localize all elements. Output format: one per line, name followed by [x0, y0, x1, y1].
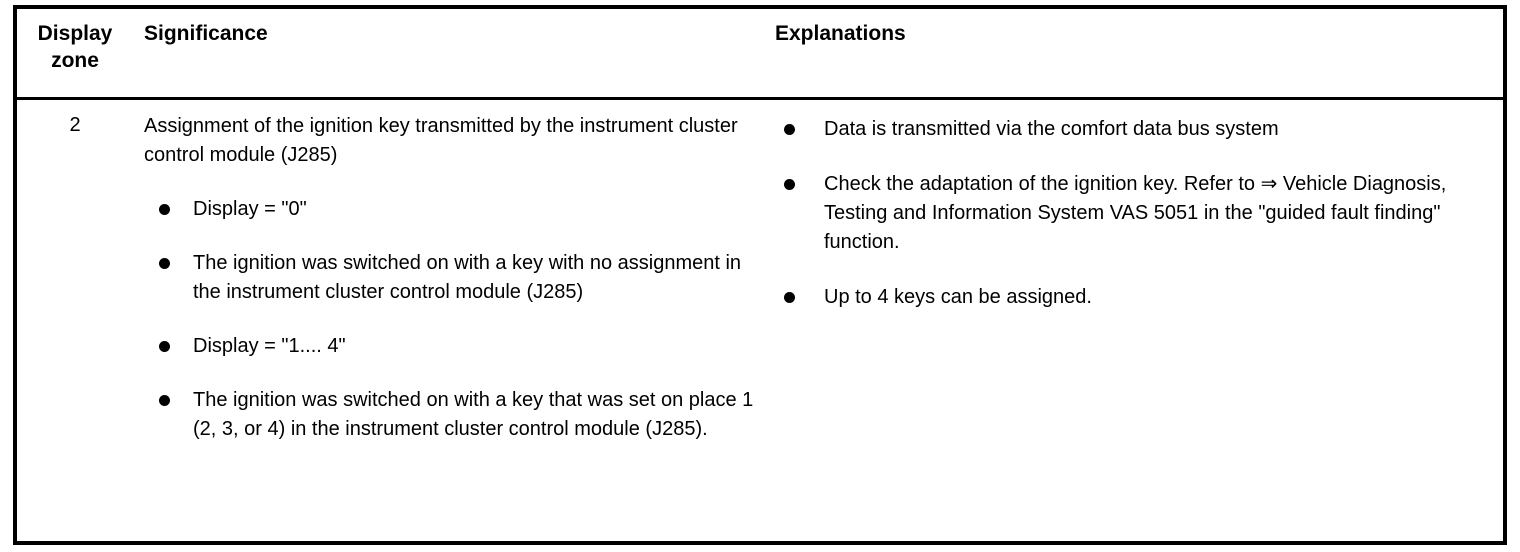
column-header-display-zone-text: Display zone — [17, 9, 133, 97]
bullet-point-icon — [159, 258, 170, 269]
list-item-text: Display = "1.... 4" — [193, 335, 346, 357]
column-header-explanations-text: Explanations — [775, 22, 906, 45]
list-item-text: Data is transmitted via the comfort data… — [824, 118, 1279, 140]
column-header-significance-text: Significance — [144, 22, 268, 45]
explanations-bullet-list: Data is transmitted via the comfort data… — [778, 115, 1493, 312]
bullet-point-icon — [784, 124, 795, 135]
table-header-row: Display zone Significance Explanations — [15, 7, 1505, 100]
explanations-content: Data is transmitted via the comfort data… — [764, 100, 1503, 312]
list-item-text: The ignition was switched on with a key … — [193, 252, 742, 303]
bullet-point-icon — [159, 395, 170, 406]
cell-display-zone: 2 — [15, 99, 133, 544]
list-item: Display = "1.... 4" — [144, 332, 754, 361]
list-item: Check the adaptation of the ignition key… — [778, 170, 1493, 257]
cell-explanations: Data is transmitted via the comfort data… — [764, 99, 1505, 544]
list-item-text: Up to 4 keys can be assigned. — [824, 286, 1092, 308]
list-item-text: The ignition was switched on with a key … — [193, 389, 754, 440]
column-header-explanations: Explanations — [764, 7, 1505, 100]
display-zone-table: Display zone Significance Explanations 2 — [13, 5, 1507, 545]
table-header: Display zone Significance Explanations — [15, 7, 1505, 100]
list-item: Display = "0" — [144, 195, 754, 224]
list-item-text: Check the adaptation of the ignition key… — [824, 173, 1447, 253]
column-header-significance: Significance — [133, 7, 764, 100]
table-body: 2 Assignment of the ignition key transmi… — [15, 99, 1505, 544]
bullet-point-icon — [784, 292, 795, 303]
bullet-point-icon — [784, 179, 795, 190]
column-header-display-zone: Display zone — [15, 7, 133, 100]
significance-bullet-list: Display = "0" The ignition was switched … — [144, 195, 754, 444]
list-item-text: Display = "0" — [193, 198, 307, 220]
column-header-display-zone-line1: Display — [37, 22, 113, 45]
list-item: The ignition was switched on with a key … — [144, 249, 754, 307]
list-item: Data is transmitted via the comfort data… — [778, 115, 1493, 144]
table-row: 2 Assignment of the ignition key transmi… — [15, 99, 1505, 544]
cell-significance: Assignment of the ignition key transmitt… — [133, 99, 764, 544]
bullet-point-icon — [159, 204, 170, 215]
list-item: The ignition was switched on with a key … — [144, 386, 754, 444]
bullet-point-icon — [159, 341, 170, 352]
list-item: Up to 4 keys can be assigned. — [778, 283, 1493, 312]
significance-intro-text: Assignment of the ignition key transmitt… — [144, 115, 738, 166]
significance-content: Assignment of the ignition key transmitt… — [133, 100, 764, 444]
display-zone-value: 2 — [69, 114, 81, 136]
column-header-display-zone-line2: zone — [51, 49, 99, 72]
